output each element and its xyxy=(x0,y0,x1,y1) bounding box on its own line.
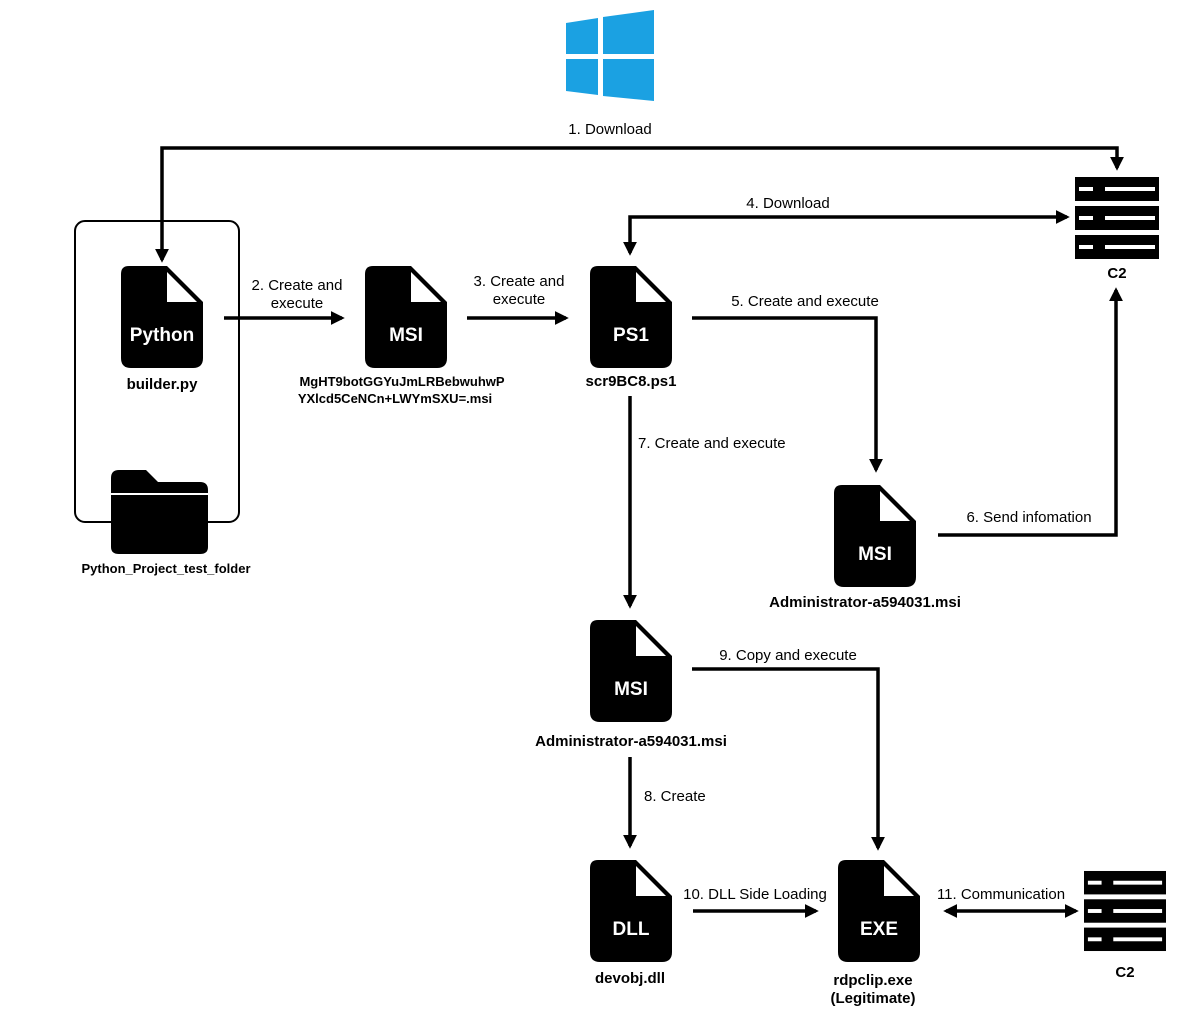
step-3-label-cont: execute xyxy=(493,291,546,308)
step-2-label-cont: execute xyxy=(271,295,324,312)
step-8-label: 8. Create xyxy=(644,788,706,805)
step-5-arrow xyxy=(692,316,883,473)
msi-file-1-name: MgHT9botGGYuJmLRBebwuhwP xyxy=(299,374,504,389)
msi-file-1-type: MSI xyxy=(389,325,423,346)
msi-file-2-icon xyxy=(834,485,916,587)
step-4-label: 4. Download xyxy=(746,195,829,212)
step-2-label: 2. Create and xyxy=(252,277,343,294)
exe-file-icon xyxy=(838,860,920,962)
exe-file: EXE rdpclip.exe (Legitimate) xyxy=(830,860,920,1007)
msi-file-2-type: MSI xyxy=(858,544,892,565)
folder-name: Python_Project_test_folder xyxy=(81,561,250,576)
server-icon xyxy=(1075,177,1159,259)
exe-file-type: EXE xyxy=(860,919,898,940)
ps1-file-name: scr9BC8.ps1 xyxy=(586,373,677,390)
step-1-arrow xyxy=(155,146,1124,263)
server-icon xyxy=(1084,870,1166,952)
python-file-name: builder.py xyxy=(127,376,199,393)
msi-file-3-icon xyxy=(590,620,672,722)
step-9-label: 9. Copy and execute xyxy=(719,647,857,664)
msi-file-1-icon xyxy=(365,266,447,368)
step-7-label: 7. Create and execute xyxy=(638,435,786,452)
step-10-label: 10. DLL Side Loading xyxy=(683,886,827,903)
ps1-file-type: PS1 xyxy=(613,325,649,346)
step-1-label: 1. Download xyxy=(568,121,651,138)
dll-file: DLL devobj.dll xyxy=(590,860,672,987)
msi-file-1-name-cont: YXlcd5CeNCn+LWYmSXU=.msi xyxy=(298,391,492,406)
ps1-file-icon xyxy=(590,266,672,368)
python-file-icon xyxy=(121,266,203,368)
step-3-label: 3. Create and xyxy=(474,273,565,290)
python-file: Python builder.py xyxy=(121,266,203,393)
msi-file-3: MSI Administrator-a594031.msi xyxy=(535,620,727,750)
step-5-label: 5. Create and execute xyxy=(731,293,879,310)
msi-file-3-name: Administrator-a594031.msi xyxy=(535,733,727,750)
c2-server-top-label: C2 xyxy=(1107,265,1126,282)
msi-file-2: MSI Administrator-a594031.msi xyxy=(769,485,961,611)
windows-logo-icon xyxy=(566,10,654,101)
msi-file-1: MSI MgHT9botGGYuJmLRBebwuhwP YXlcd5CeNCn… xyxy=(298,266,505,406)
dll-file-icon xyxy=(590,860,672,962)
msi-file-2-name: Administrator-a594031.msi xyxy=(769,594,961,611)
folder-icon xyxy=(111,470,208,554)
step-11-label: 11. Communication xyxy=(937,886,1065,903)
c2-server-bottom-label: C2 xyxy=(1115,964,1134,981)
step-6-arrow xyxy=(938,287,1123,537)
exe-file-name-cont: (Legitimate) xyxy=(830,990,915,1007)
step-9-arrow xyxy=(692,667,885,851)
ps1-file: PS1 scr9BC8.ps1 xyxy=(586,266,677,390)
project-folder: Python_Project_test_folder xyxy=(81,470,251,576)
step-4-arrow xyxy=(623,210,1070,256)
msi-file-3-type: MSI xyxy=(614,679,648,700)
python-file-type: Python xyxy=(130,325,194,346)
c2-server-top: C2 xyxy=(1075,177,1159,282)
folder-icon-divider xyxy=(111,493,208,495)
step-6-label: 6. Send infomation xyxy=(966,509,1091,526)
c2-server-bottom: C2 xyxy=(1084,870,1166,981)
dll-file-name: devobj.dll xyxy=(595,970,665,987)
dll-file-type: DLL xyxy=(613,919,650,940)
exe-file-name: rdpclip.exe xyxy=(833,972,912,989)
